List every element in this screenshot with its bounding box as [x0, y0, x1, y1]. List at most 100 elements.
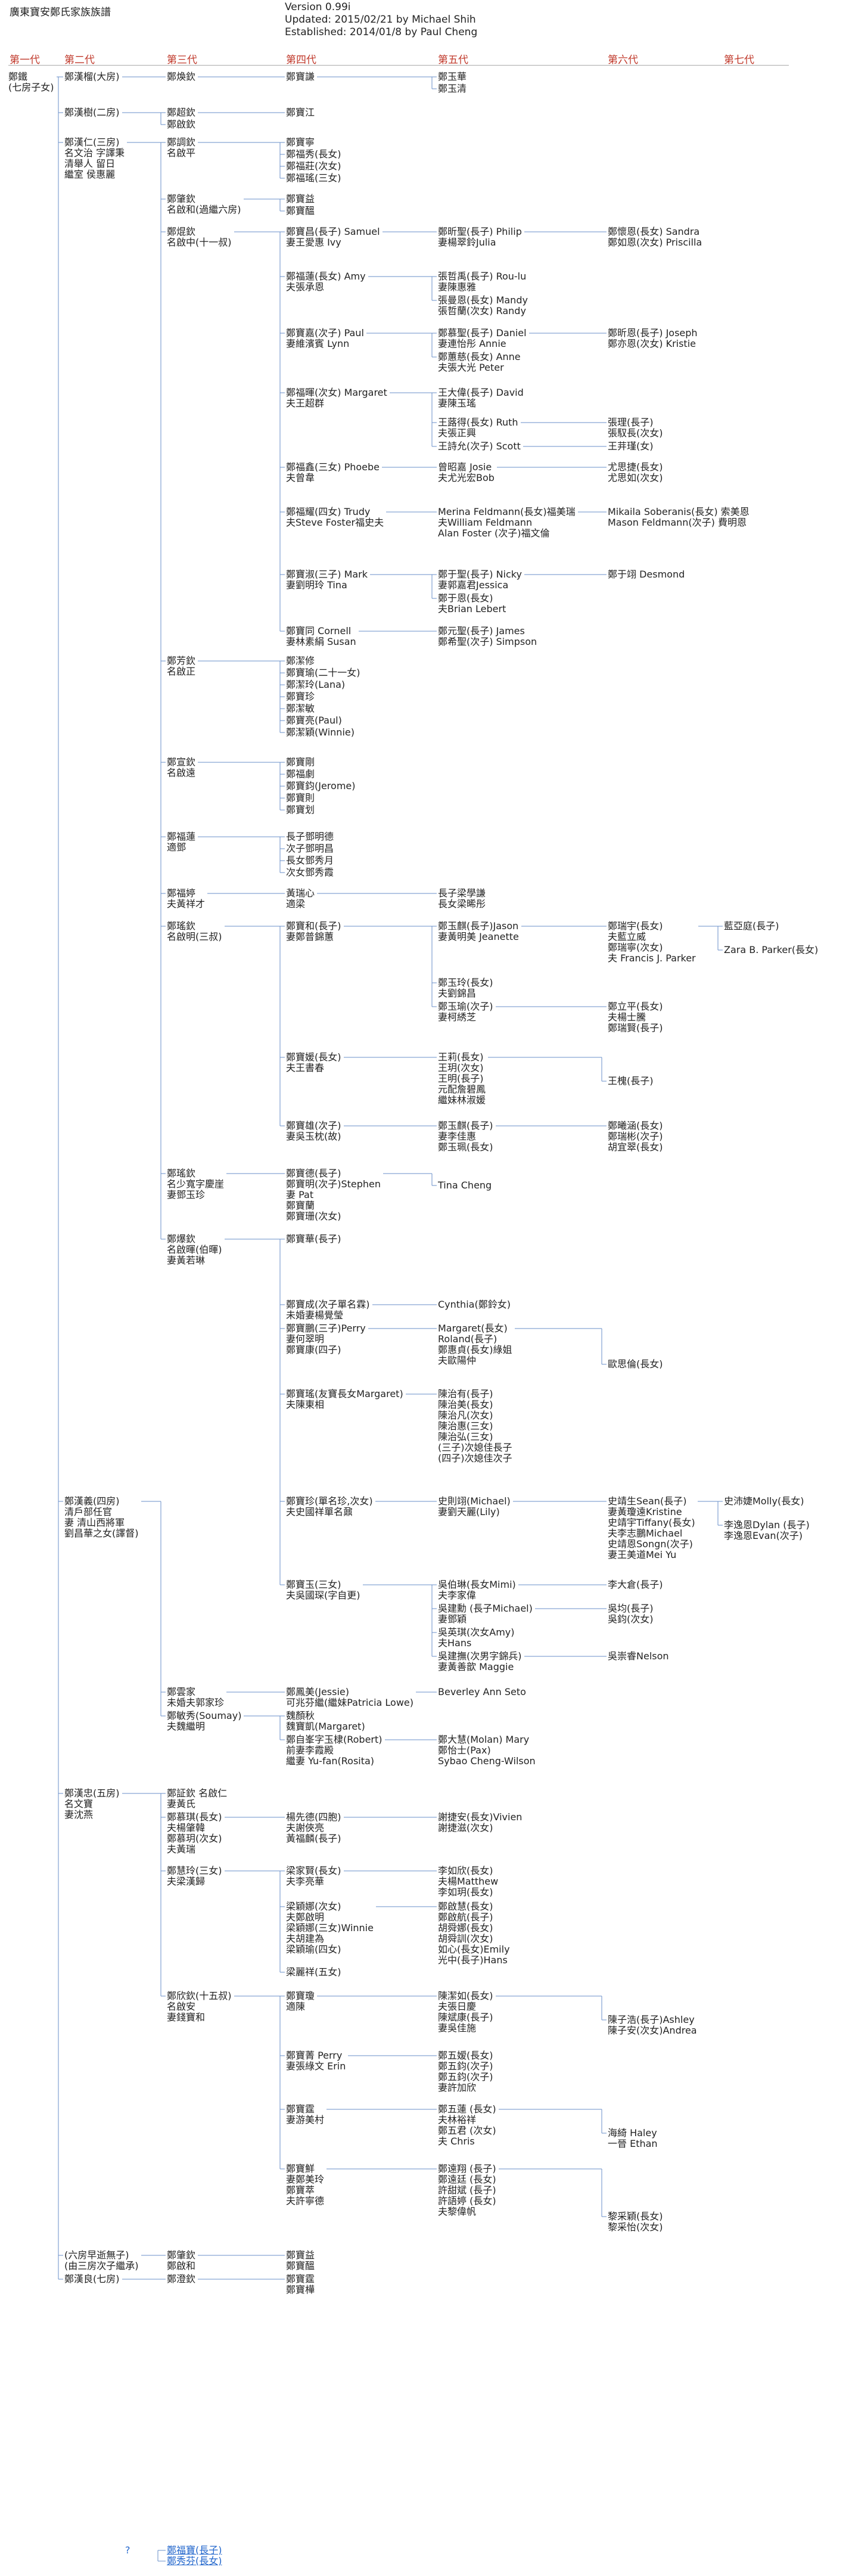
- person-line: 次子鄧明昌: [286, 843, 334, 854]
- person-node: 鄭福瑤(三女): [286, 173, 341, 184]
- person-line: 妻鄭美玲: [286, 2174, 325, 2185]
- person-line: 鄭遠翔 (長子): [438, 2163, 496, 2174]
- person-node: 鄭寶成(次子單名霖)未婚妻楊覺瑩: [286, 1299, 370, 1321]
- person-node: 次子鄧明昌: [286, 843, 334, 854]
- person-line: 名文寶: [64, 1798, 94, 1810]
- person-line: 鄭寶則: [286, 792, 315, 803]
- person-line: 胡宜翠(長女): [608, 1141, 663, 1153]
- person-line: 鄭玉華: [438, 71, 467, 82]
- person-node: 鄭于恩(長女)夫Brian Lebert: [438, 593, 506, 614]
- person-node: 王茾瑾(女): [608, 441, 654, 452]
- person-node: 張理(長子)張馭長(次女): [608, 417, 663, 439]
- person-node: 魏顏秋魏寶凱(Margaret): [286, 1711, 365, 1732]
- person-node: 鄭寶瑜(二十一女): [286, 668, 360, 678]
- person-line: 鄭芳欽: [167, 655, 196, 666]
- person-line: 鄭寶華(長子): [286, 1233, 341, 1244]
- person-line: 夫楊Matthew: [438, 1876, 499, 1887]
- person-line: 鄭欣欽(十五叔): [167, 1990, 232, 2001]
- person-line: 黃福麟(長子): [286, 1833, 341, 1844]
- person-line: 名啟暉(伯暉): [167, 1244, 222, 1255]
- person-node: 鄭潔敏: [286, 703, 315, 714]
- person-line: 鄭啟慧(長女): [438, 1901, 493, 1912]
- person-line: 王蕗得(長女) Ruth: [438, 417, 518, 428]
- person-node: 黎采穎(長女)黎采怡(次女): [608, 2211, 663, 2233]
- person-line: 妻楊翠鈴Julia: [438, 237, 496, 248]
- gen-header-5: 第五代: [438, 54, 468, 66]
- person-line: 吳鈞(次女): [608, 1613, 654, 1625]
- person-node: 鄭寶江: [286, 107, 315, 118]
- person-line: 妻黃善歆 Maggie: [438, 1661, 514, 1672]
- person-line: 前妻李霞殿: [286, 1745, 334, 1756]
- person-line: 鄭五嫒(長女): [438, 2050, 493, 2061]
- person-line: 長子鄧明德: [286, 831, 334, 842]
- person-line: 繼室 侯惠麗: [64, 169, 116, 180]
- person-node: 鄭寶益鄭寶醞: [286, 2250, 315, 2271]
- person-line: 適鄧: [167, 842, 186, 853]
- person-line: 鄭玉瑜(次子): [438, 1001, 493, 1012]
- person-line: 鄭寶醞: [286, 205, 315, 216]
- person-line: 適陳: [286, 2001, 306, 2012]
- person-node: 鄭潔玲(Lana): [286, 679, 345, 690]
- person-node: 長子鄧明德: [286, 831, 334, 842]
- person-line: 鄭寶謙: [286, 71, 315, 82]
- person-line: 鄭瑞彬(次子): [608, 1131, 663, 1142]
- person-line: 未婚妻楊覺瑩: [286, 1309, 344, 1321]
- person-line: Sybao Cheng-Wilson: [438, 1755, 536, 1767]
- person-line: 鄭寶淑(三子) Mark: [286, 569, 368, 580]
- person-line: 可兆芬繼(繼妹Patricia Lowe): [286, 1697, 414, 1708]
- person-line: 繼妹林淑媛: [438, 1094, 486, 1106]
- unknown-parent-mark: ?: [125, 2544, 130, 2556]
- person-node: 鄭煥欽: [167, 72, 195, 82]
- person-line: 陳治美(長女): [438, 1399, 493, 1410]
- person-line: 鄭寶珊(次女): [286, 1211, 341, 1222]
- person-line: 鄭慕玥(次女): [167, 1833, 222, 1844]
- person-line: 鄭希聖(次子) Simpson: [438, 636, 537, 647]
- person-line: (由三房次子繼承): [64, 2260, 139, 2271]
- person-line: 夫林裕祥: [438, 2114, 477, 2125]
- person-line: 王茾瑾(女): [608, 440, 654, 452]
- person-line: 名啟中(十一叔): [167, 237, 232, 248]
- person-line: 夫黃祥才: [167, 898, 206, 910]
- person-line: 鄭鐵: [8, 71, 28, 82]
- person-line: 鄭瑤欽: [167, 1168, 196, 1179]
- person-line: 鄭漢義(四房): [64, 1495, 120, 1507]
- person-line: 妻黃氏: [167, 1798, 196, 1810]
- person-line: 史靖恩Songn(次子): [608, 1538, 693, 1550]
- person-node: 鄭玉玲(長女)夫劉錦昌: [438, 977, 493, 999]
- person-node: 鄭漢忠(五房)名文寶妻沈燕: [64, 1788, 120, 1820]
- person-node: Tina Cheng: [438, 1180, 492, 1191]
- person-node: 鄭超欽: [167, 107, 195, 118]
- person-node: 鄭遠翔 (長子)鄭遠廷 (長女)許甜斌 (長子)許語婷 (長女)夫黎偉帆: [438, 2164, 496, 2217]
- person-line: 陳治弘(三女): [438, 1431, 493, 1442]
- person-node: 吳伯琳(長女Mimi)夫李家偉: [438, 1579, 516, 1601]
- person-line: 鄭寶明(次子)Stephen: [286, 1178, 381, 1190]
- person-line: 鄭爆欽: [167, 1233, 196, 1244]
- person-line: 陳斌康(長子): [438, 2012, 493, 2023]
- person-line: 李大倉(長子): [608, 1579, 663, 1590]
- person-line: 鄭寶德(長子): [286, 1168, 341, 1179]
- person-node: 尤思捷(長女)尤思如(次女): [608, 462, 663, 483]
- person-line: 鄭寶昌(長子) Samuel: [286, 226, 380, 237]
- person-line: 鄭福瑤(三女): [286, 172, 341, 184]
- person-line: 鄭寶雄(次子): [286, 1120, 341, 1131]
- person-line: 名文治 字譯秉: [64, 147, 125, 159]
- person-line: 張馭長(次女): [608, 427, 663, 439]
- person-line: 鄭漢忠(五房): [64, 1787, 120, 1799]
- person-line: 王明(長子): [438, 1073, 484, 1084]
- person-node: 鄭焜欽名啟中(十一叔): [167, 226, 232, 248]
- person-line: 妻鄭普錦蕙: [286, 931, 334, 942]
- person-node: 鄭五嫒(長女)鄭五鈞(次子)鄭五鈞(次子)妻許加欣: [438, 2050, 493, 2093]
- person-line: 鄭寶划: [286, 804, 315, 815]
- person-line: 妻游美村: [286, 2114, 325, 2125]
- person-line: 鄭玉清: [438, 83, 467, 94]
- person-line: 鄭寶剛: [286, 756, 315, 768]
- person-node: 鄭福蓮適鄧: [167, 831, 195, 853]
